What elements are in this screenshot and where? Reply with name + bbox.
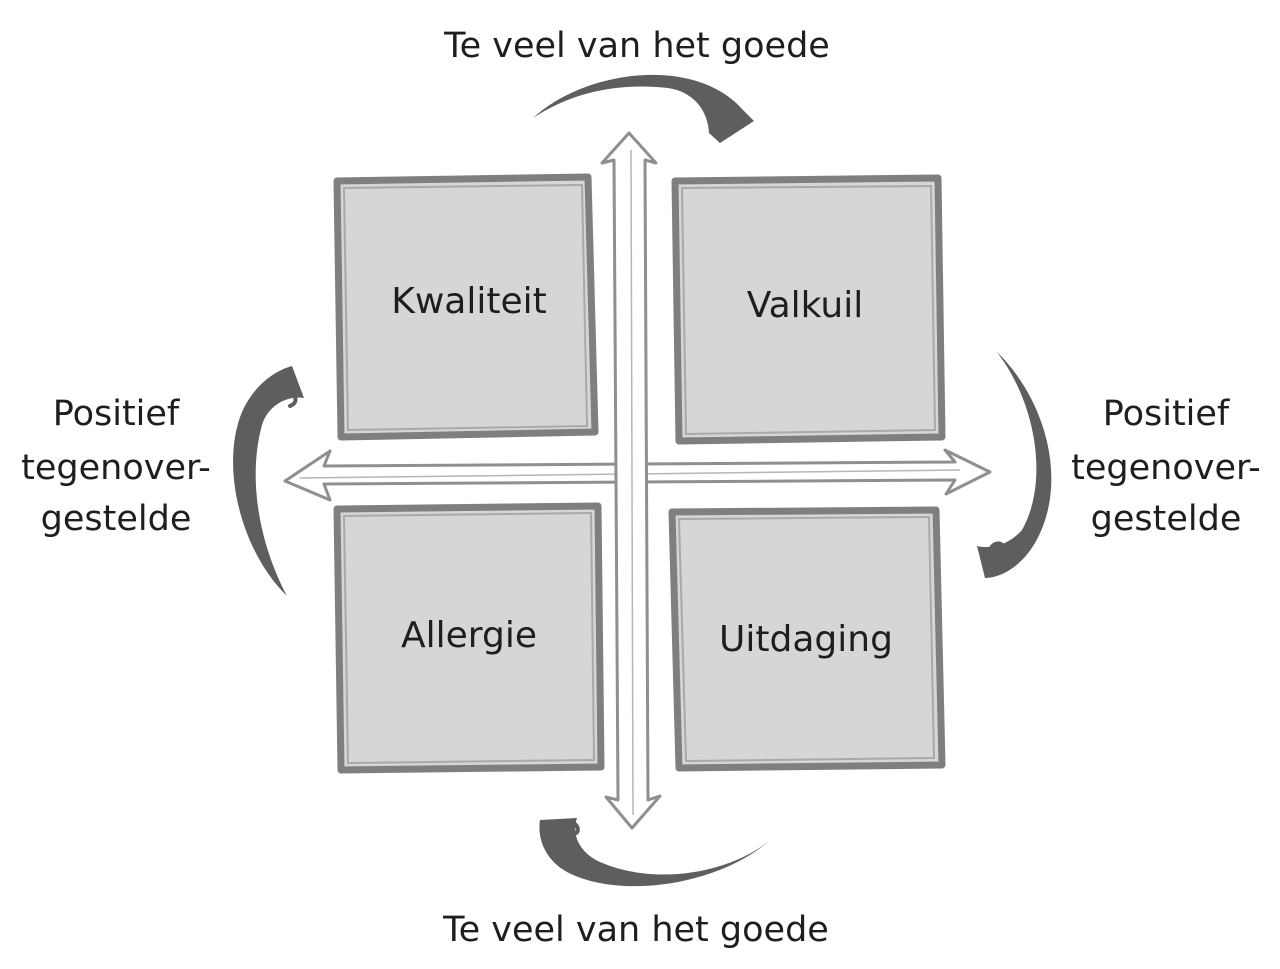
curved-arrow-right-body xyxy=(977,351,1052,578)
quadrant-box-bottom-right xyxy=(668,506,946,772)
quadrant-box-sketch-bottom-right xyxy=(677,515,936,763)
quadrant-kwaliteit xyxy=(333,173,599,441)
curved-arrow-top xyxy=(533,74,754,143)
label-right-line-3: gestelde xyxy=(1091,499,1242,539)
quadrant-box-sketch-top-left xyxy=(342,183,589,432)
quadrant-box-sketch-bottom-left xyxy=(342,511,596,765)
curved-arrow-left-body xyxy=(233,366,304,596)
curved-arrow-right-curl xyxy=(989,541,1006,554)
quadrant-box-top-right xyxy=(671,174,946,445)
curved-arrow-bottom-curl xyxy=(569,820,580,837)
curved-arrow-top-curl xyxy=(710,122,726,133)
curved-arrow-top-body xyxy=(533,74,754,143)
label-right-line-2: tegenover- xyxy=(1071,448,1261,488)
label-left-positief-tegenovergestelde: Positief tegenover- gestelde xyxy=(21,394,211,539)
label-left-line-2: tegenover- xyxy=(21,448,211,488)
label-left-line-1: Positief xyxy=(53,394,180,434)
quadrant-label-uitdaging: Uitdaging xyxy=(719,619,893,660)
label-right-line-1: Positief xyxy=(1103,394,1230,434)
quadrant-allergie xyxy=(333,502,605,774)
quadrant-label-kwaliteit: Kwaliteit xyxy=(391,281,547,322)
curved-arrow-bottom-body xyxy=(539,818,770,887)
quadrant-box-bottom-left xyxy=(333,502,605,774)
label-bottom-te-veel: Te veel van het goede xyxy=(442,910,829,950)
quadrant-box-top-left xyxy=(333,173,599,441)
label-top-te-veel: Te veel van het goede xyxy=(443,26,830,66)
quadrant-valkuil xyxy=(671,174,946,445)
quadrant-uitdaging xyxy=(668,506,946,772)
curved-arrow-bottom xyxy=(539,818,770,887)
quadrant-label-valkuil: Valkuil xyxy=(747,285,863,326)
curved-arrow-left xyxy=(233,366,304,596)
vertical-axis-sketch xyxy=(630,149,634,816)
curved-arrow-right xyxy=(977,351,1052,578)
quadrant-label-allergie: Allergie xyxy=(401,615,537,656)
vertical-axis-arrow xyxy=(600,131,662,830)
label-right-positief-tegenovergestelde: Positief tegenover- gestelde xyxy=(1071,394,1261,539)
label-left-line-3: gestelde xyxy=(41,499,192,539)
quadrant-box-sketch-top-right xyxy=(680,184,937,436)
curved-arrow-left-curl xyxy=(286,391,298,408)
